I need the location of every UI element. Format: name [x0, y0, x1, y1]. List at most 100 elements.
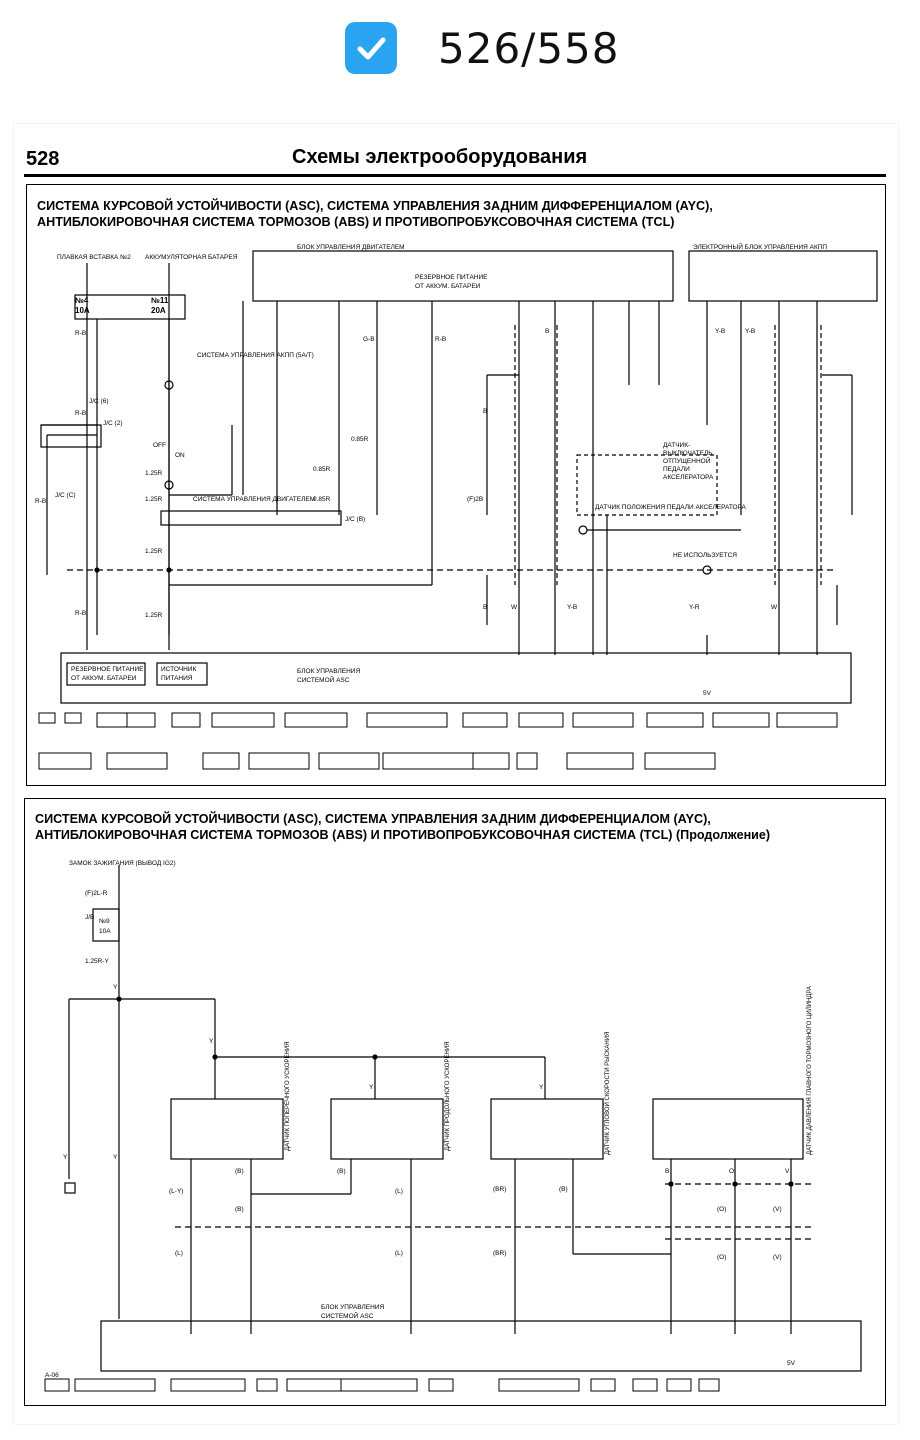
label-gb: G-B	[363, 336, 375, 343]
label-y-5: Y	[63, 1154, 68, 1161]
label-asc2-unit-1: БЛОК УПРАВЛЕНИЯ	[321, 1304, 384, 1311]
wiring-diagram-1: СИСТЕМА КУРСОВОЙ УСТОЙЧИВОСТИ (ASC), СИС…	[26, 184, 886, 786]
label-fuse2: ПЛАВКАЯ ВСТАВКА №2	[57, 254, 131, 261]
label-br-2: (BR)	[493, 1250, 506, 1257]
header-rule	[24, 174, 886, 177]
label-b-1: B	[483, 408, 487, 415]
label-jcc: J/C (C)	[55, 492, 76, 499]
label-rb-4: R-B	[75, 610, 86, 617]
label-oo-1: (O)	[717, 1206, 726, 1213]
label-fuse4: №4	[75, 296, 89, 305]
label-switch-4: ПЕДАЛИ	[663, 466, 690, 473]
label-vv-2: (V)	[773, 1254, 782, 1261]
page-number: 528	[26, 148, 60, 170]
label-switch-3: ОТПУЩЕННОЙ	[663, 456, 711, 465]
label-off: OFF	[153, 442, 166, 449]
label-v-1: V	[785, 1168, 790, 1175]
label-engine-ecu: БЛОК УПРАВЛЕНИЯ ДВИГАТЕЛЕМ	[297, 244, 405, 251]
diagram2-title-line1: СИСТЕМА КУРСОВОЙ УСТОЙЧИВОСТИ (ASC), СИС…	[35, 812, 711, 826]
label-switch-5: АКСЕЛЕРАТОРА	[663, 474, 714, 481]
label-085r-2: 0.85R	[313, 496, 331, 503]
label-pedal-sensor: ДАТЧИК ПОЛОЖЕНИЯ ПЕДАЛИ АКСЕЛЕРАТОРА	[595, 504, 747, 511]
label-y-4: Y	[539, 1084, 544, 1091]
diagram2-schematic: ЗАМОК ЗАЖИГАНИЯ (ВЫВОД IG2) (F)2L-R J/B …	[44, 860, 862, 1392]
viewer-topbar: 526/558	[0, 0, 920, 100]
diagram1-title-line2: АНТИБЛОКИРОВОЧНАЯ СИСТЕМА ТОРМОЗОВ (ABS)…	[37, 215, 675, 229]
page-counter: 526/558	[438, 24, 620, 73]
label-b-1: B	[665, 1168, 669, 1175]
label-backup-bottom-1: РЕЗЕРВНОЕ ПИТАНИЕ	[71, 666, 144, 673]
label-br-1: (BR)	[493, 1186, 506, 1193]
label-at-ctrl: СИСТЕМА УПРАВЛЕНИЯ АКПП (5A/T)	[197, 352, 314, 359]
wiring-diagram-2: СИСТЕМА КУРСОВОЙ УСТОЙЧИВОСТИ (ASC), СИС…	[24, 798, 886, 1406]
label-w-1: W	[511, 604, 518, 611]
label-vv-1: (V)	[773, 1206, 782, 1213]
label-rb-2: R-B	[75, 410, 86, 417]
label-jcb: J/C (B)	[345, 516, 365, 523]
label-bb-3: (B)	[337, 1168, 346, 1175]
label-power-2: ПИТАНИЯ	[161, 675, 193, 682]
label-fuse9-amp: 10A	[99, 928, 111, 935]
page-title: Схемы электрооборудования	[292, 146, 588, 168]
checkmark-icon[interactable]	[345, 22, 397, 74]
label-fuse11-amp: 20A	[151, 306, 166, 315]
label-sensor-longitudinal: ДАТЧИК ПРОДОЛЬНОГО УСКОРЕНИЯ	[445, 1042, 451, 1151]
label-bb-2: (B)	[235, 1206, 244, 1213]
label-b-2: B	[545, 328, 549, 335]
label-b-3: B	[483, 604, 487, 611]
label-125ry: 1.25R-Y	[85, 958, 110, 965]
label-ll-2: (L)	[395, 1188, 403, 1195]
diagram1-schematic: ПЛАВКАЯ ВСТАВКА №2 АККУМУЛЯТОРНАЯ БАТАРЕ…	[35, 242, 878, 770]
label-sensor-pressure: ДАТЧИК ДАВЛЕНИЯ ГЛАВНОГО ТОРМОЗНОГО ЦИЛИ…	[807, 986, 813, 1155]
label-oo-2: (O)	[717, 1254, 726, 1261]
diagram2-title-line2: АНТИБЛОКИРОВОЧНАЯ СИСТЕМА ТОРМОЗОВ (ABS)…	[35, 828, 771, 842]
label-y-3: Y	[369, 1084, 374, 1091]
label-f2lr: (F)2L-R	[85, 890, 108, 897]
label-ll-1: (L)	[175, 1250, 183, 1257]
label-fb2: (F)2B	[467, 496, 483, 503]
label-y-2: Y	[209, 1038, 214, 1045]
label-5v: 5V	[703, 690, 712, 697]
label-yb-2: Y-B	[745, 328, 755, 335]
label-yb-3: Y-B	[567, 604, 577, 611]
label-backup-2: ОТ АККУМ. БАТАРЕИ	[415, 283, 481, 290]
label-battery: АККУМУЛЯТОРНАЯ БАТАРЕЯ	[145, 254, 238, 261]
label-bb-4: (B)	[559, 1186, 568, 1193]
label-switch-1: ДАТЧИК-	[663, 442, 690, 449]
label-engine-ctrl: СИСТЕМА УПРАВЛЕНИЯ ДВИГАТЕЛЕМ	[193, 496, 315, 503]
label-power-1: ИСТОЧНИК	[161, 666, 196, 673]
label-backup-bottom-2: ОТ АККУМ. БАТАРЕИ	[71, 675, 137, 682]
label-o-1: O	[729, 1168, 734, 1175]
label-5v-2: 5V	[787, 1360, 796, 1367]
label-w-2: W	[771, 604, 778, 611]
label-fuse4-amp: 10A	[75, 306, 90, 315]
label-jc6: J/C (6)	[89, 398, 109, 405]
label-y-1: Y	[113, 984, 118, 991]
label-at-ecu: ЭЛЕКТРОННЫЙ БЛОК УПРАВЛЕНИЯ АКПП	[693, 242, 827, 251]
label-085r-3: 0.85R	[351, 436, 369, 443]
label-not-used: НЕ ИСПОЛЬЗУЕТСЯ	[673, 552, 737, 559]
label-on: ON	[175, 452, 185, 459]
label-sensor-lateral: ДАТЧИК ПОПЕРЕЧНОГО УСКОРЕНИЯ	[285, 1042, 291, 1152]
label-backup-1: РЕЗЕРВНОЕ ПИТАНИЕ	[415, 274, 488, 281]
label-rb-3: R-B	[35, 498, 46, 505]
label-ignition: ЗАМОК ЗАЖИГАНИЯ (ВЫВОД IG2)	[69, 860, 176, 867]
label-125r-4: 1.25R	[145, 612, 163, 619]
label-a06: A-06	[45, 1372, 59, 1379]
label-yb-1: Y-B	[715, 328, 725, 335]
label-fuse11: №11	[151, 296, 169, 305]
label-125r-3: 1.25R	[145, 548, 163, 555]
label-jc2: J/C (2)	[103, 420, 123, 427]
label-asc-unit-2: СИСТЕМОЙ ASC	[297, 675, 350, 684]
label-asc-unit-1: БЛОК УПРАВЛЕНИЯ	[297, 668, 360, 675]
label-switch-2: ВЫКЛЮЧАТЕЛЬ	[663, 450, 713, 457]
label-125r-1: 1.25R	[145, 470, 163, 477]
label-rb-5: R-B	[435, 336, 446, 343]
label-ly: (L-Y)	[169, 1188, 183, 1195]
label-y-6: Y	[113, 1154, 118, 1161]
label-sensor-yaw: ДАТЧИК УГЛОВОЙ СКОРОСТИ РЫСКАНИЯ	[603, 1032, 611, 1155]
label-ll-3: (L)	[395, 1250, 403, 1257]
label-rb-1: R-B	[75, 330, 86, 337]
diagram1-title-line1: СИСТЕМА КУРСОВОЙ УСТОЙЧИВОСТИ (ASC), СИС…	[37, 199, 713, 213]
label-fuse9: №9	[99, 918, 110, 925]
